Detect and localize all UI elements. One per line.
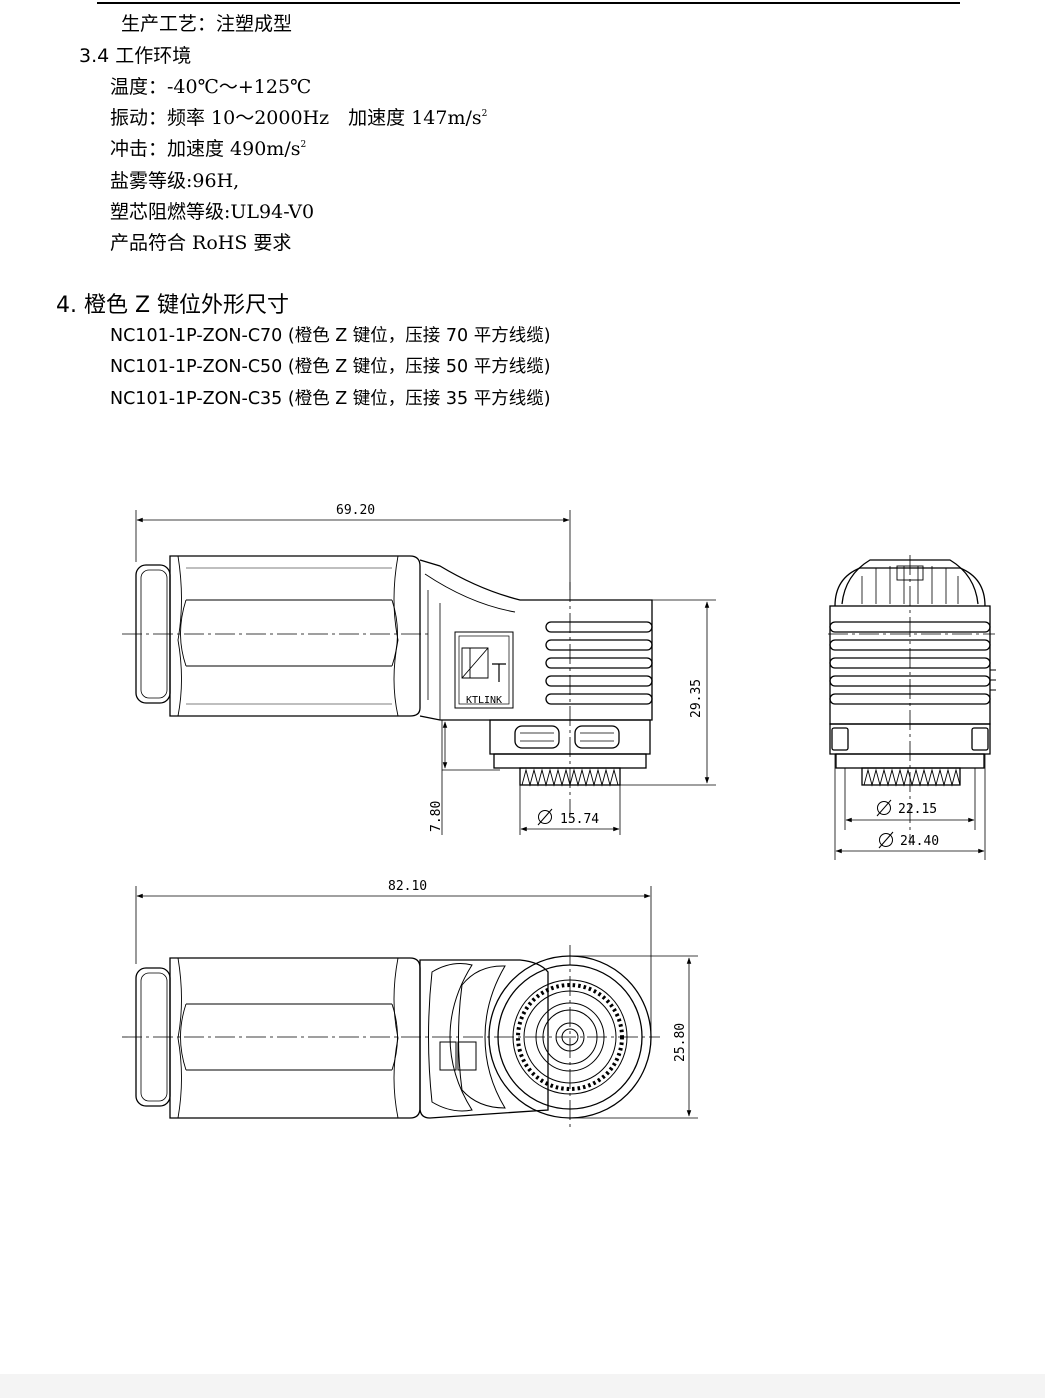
page-bottom-band bbox=[0, 1374, 1045, 1398]
rohs-line: 产品符合 RoHS 要求 bbox=[110, 232, 292, 254]
shock-sup: 2 bbox=[300, 140, 307, 150]
dim-side-height: 29.35 bbox=[689, 679, 704, 718]
temperature-line: 温度：-40℃～+125℃ bbox=[110, 76, 312, 98]
shock-text: 冲击：加速度 490m/s bbox=[110, 138, 301, 160]
side-view-dimensions bbox=[135, 510, 716, 835]
model-line-c70: NC101-1P-ZON-C70 (橙色 Z 键位，压接 70 平方线缆) bbox=[110, 326, 551, 346]
dim-end-outer-diameter: 24.40 bbox=[900, 834, 939, 849]
section-3-4-heading: 3.4 工作环境 bbox=[79, 45, 192, 67]
flame-line: 塑芯阻燃等级:UL94-V0 bbox=[110, 201, 315, 223]
top-view bbox=[122, 945, 660, 1130]
model-line-c35: NC101-1P-ZON-C35 (橙色 Z 键位，压接 35 平方线缆) bbox=[110, 389, 551, 409]
end-view bbox=[828, 555, 996, 845]
dim-pin-diameter: 15.74 bbox=[560, 812, 599, 827]
vibration-text: 振动：频率 10～2000Hz 加速度 147m/s bbox=[110, 107, 482, 129]
vibration-line: 振动：频率 10～2000Hz 加速度 147m/s2 bbox=[110, 109, 487, 128]
dim-pin-offset: 7.80 bbox=[429, 801, 444, 832]
shock-line: 冲击：加速度 490m/s2 bbox=[110, 140, 306, 159]
side-view bbox=[122, 555, 653, 815]
dim-top-length: 82.10 bbox=[388, 879, 427, 894]
logo-text: KTLINK bbox=[466, 695, 502, 706]
salt-spray-line: 盐雾等级:96H, bbox=[110, 170, 240, 192]
dim-side-length: 69.20 bbox=[336, 503, 375, 518]
top-rule bbox=[97, 2, 960, 4]
model-line-c50: NC101-1P-ZON-C50 (橙色 Z 键位，压接 50 平方线缆) bbox=[110, 357, 551, 377]
vibration-sup: 2 bbox=[481, 109, 488, 119]
top-view-dimensions bbox=[135, 886, 698, 1119]
dim-top-width: 25.80 bbox=[673, 1023, 688, 1062]
end-view-dimensions bbox=[834, 754, 986, 860]
dim-end-inner-diameter: 22.15 bbox=[898, 802, 937, 817]
process-line: 生产工艺：注塑成型 bbox=[121, 13, 293, 35]
section-4-heading: 4. 橙色 Z 键位外形尺寸 bbox=[56, 293, 290, 318]
